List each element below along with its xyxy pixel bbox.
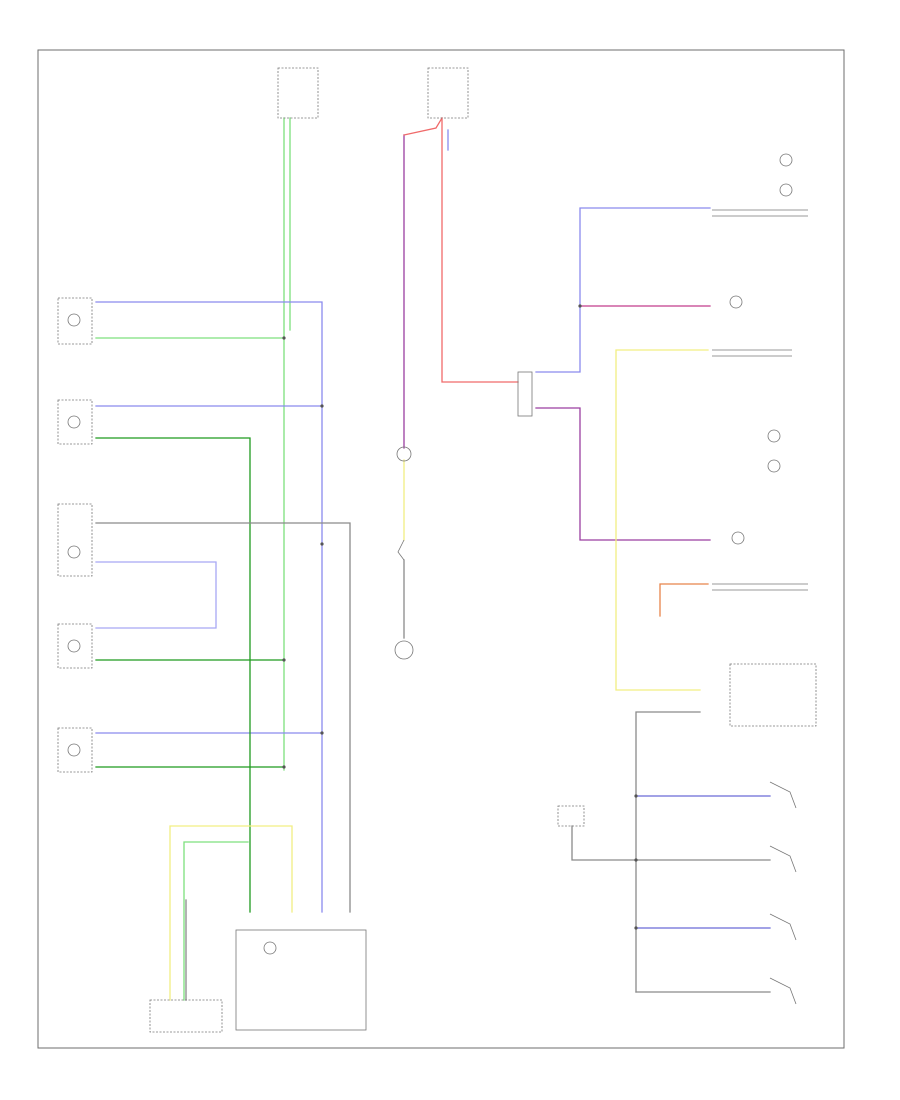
ground-point bbox=[557, 805, 585, 827]
junction bbox=[282, 658, 286, 662]
junction bbox=[634, 926, 638, 930]
junction bbox=[634, 858, 638, 862]
wire-lightblue-stub bbox=[95, 561, 217, 629]
lamp-icon bbox=[67, 743, 81, 757]
lamp-icon bbox=[263, 941, 277, 955]
center-components bbox=[394, 371, 533, 660]
wire-blue-trunk bbox=[95, 301, 323, 913]
component-box bbox=[57, 503, 93, 577]
wire-gray-door-2 bbox=[571, 825, 771, 861]
wire-orange-right bbox=[659, 583, 709, 617]
wires bbox=[95, 117, 771, 1001]
junction bbox=[320, 731, 324, 735]
component-block-5 bbox=[57, 727, 93, 773]
door-switches bbox=[557, 663, 817, 1005]
door-switch-icon bbox=[769, 845, 797, 873]
switch-icon bbox=[397, 539, 405, 561]
lamp-icon bbox=[779, 183, 793, 197]
wire-blue-right-top bbox=[535, 207, 711, 373]
ground-icon bbox=[394, 640, 414, 660]
door-switch-icon bbox=[769, 913, 797, 941]
lamp-icon bbox=[67, 639, 81, 653]
lamp-icon bbox=[396, 446, 412, 462]
junction bbox=[282, 765, 286, 769]
junction bbox=[282, 336, 286, 340]
component-box bbox=[57, 399, 93, 445]
switch-box bbox=[729, 663, 817, 727]
junction bbox=[320, 542, 324, 546]
component-block-2 bbox=[57, 399, 93, 445]
wire-purple-right-lower bbox=[535, 407, 711, 541]
wire-dkgreen-branch-2 bbox=[95, 437, 251, 913]
switch-assembly-3 bbox=[712, 349, 792, 357]
control-unit bbox=[235, 929, 367, 1031]
component-block-4 bbox=[57, 623, 93, 669]
lamp-icon bbox=[779, 153, 793, 167]
connector-top-center bbox=[427, 67, 469, 119]
wire-green-loop bbox=[183, 841, 249, 1001]
connector-top-left bbox=[277, 67, 319, 119]
junctions bbox=[282, 304, 638, 930]
component-box bbox=[57, 623, 93, 669]
wire-yellow-loop bbox=[169, 825, 293, 1001]
wire-red-connector bbox=[441, 117, 519, 383]
right-switches bbox=[712, 153, 808, 591]
junction bbox=[320, 404, 324, 408]
switch-assembly-5 bbox=[712, 583, 808, 591]
junction bbox=[634, 794, 638, 798]
switch-assembly-4 bbox=[731, 429, 781, 545]
component-block-1 bbox=[57, 297, 93, 345]
wire-yellow-right bbox=[615, 349, 709, 691]
lamp-icon bbox=[67, 545, 81, 559]
lamp-icon bbox=[731, 531, 745, 545]
junction bbox=[578, 304, 582, 308]
wire-red-center bbox=[403, 117, 443, 136]
lamp-icon bbox=[67, 313, 81, 327]
wire-gray-ground bbox=[95, 522, 351, 913]
switch-assembly-1 bbox=[712, 153, 808, 217]
diagram-frame bbox=[37, 49, 845, 1049]
door-switch-icon bbox=[769, 977, 797, 1005]
lamp-icon bbox=[767, 429, 781, 443]
component-box bbox=[57, 727, 93, 773]
component-box bbox=[57, 297, 93, 345]
connector-center-right bbox=[517, 371, 533, 417]
top-connectors bbox=[277, 67, 469, 119]
wire-gray-right bbox=[635, 711, 701, 993]
door-switch-icon bbox=[769, 781, 797, 809]
lamp-icon bbox=[729, 295, 743, 309]
lamp-icon bbox=[767, 459, 781, 473]
front-lamp-box bbox=[149, 999, 223, 1033]
switch-assembly-2 bbox=[729, 295, 743, 309]
bottom-units bbox=[149, 929, 367, 1033]
left-components bbox=[57, 297, 93, 773]
lamp-icon bbox=[67, 415, 81, 429]
component-block-3 bbox=[57, 503, 93, 577]
